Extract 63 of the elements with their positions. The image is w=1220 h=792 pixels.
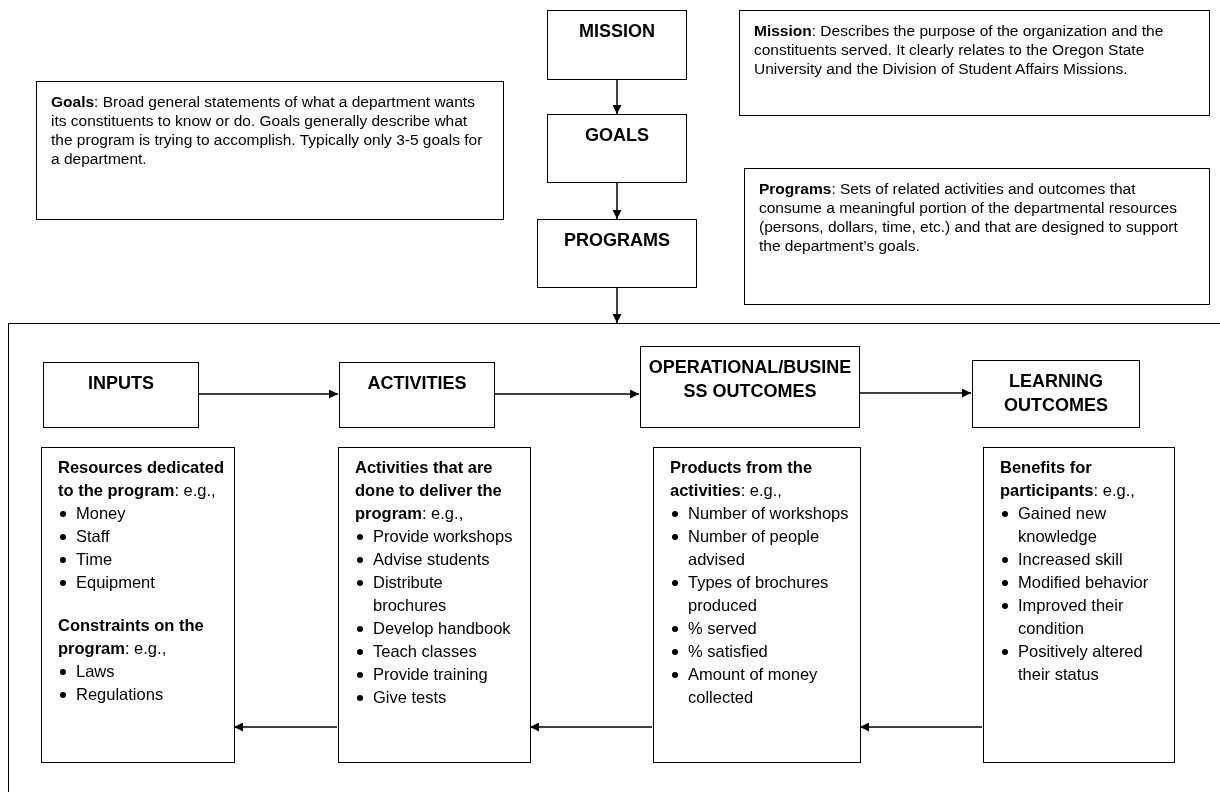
- list-heading: Activities that are done to deliver the program: e.g.,: [355, 457, 503, 524]
- process-box: [547, 114, 687, 183]
- list-item: % served: [688, 618, 757, 639]
- process-box: [43, 362, 199, 428]
- description-text: Programs: Sets of related activities and outcomes that consume a meaningful portion of the departmental resources (persons, dollars, time, etc.) and that are designed to support the department’s goals.: [759, 179, 1179, 255]
- list-item: Gained new knowledge: [1018, 503, 1108, 547]
- section-frame: [8, 323, 1220, 792]
- description-box: [739, 10, 1210, 116]
- arrow: [612, 79, 622, 115]
- detail-box: [653, 447, 861, 763]
- list-item: Provide training: [373, 664, 488, 685]
- list-item: Types of brochures produced: [688, 572, 830, 616]
- detail-box: [983, 447, 1175, 763]
- list-item: Number of workshops: [688, 503, 849, 524]
- list-item: Develop handbook: [373, 618, 511, 639]
- process-box: [640, 346, 860, 428]
- list-item: Modified behavior: [1018, 572, 1149, 593]
- arrow: [233, 722, 338, 732]
- list-item: Equipment: [76, 572, 155, 593]
- box-title: PROGRAMS: [563, 229, 671, 252]
- description-box: [744, 168, 1210, 305]
- arrow: [858, 388, 972, 398]
- description-box: [36, 81, 504, 220]
- description-text: Mission: Describes the purpose of the organization and the constituents served. It clearly relates to the Oregon State University and the Division of Student Affairs Missions.: [754, 21, 1165, 78]
- list-item: Time: [76, 549, 113, 570]
- list-item: Positively altered their status: [1018, 641, 1144, 685]
- process-box: [547, 10, 687, 80]
- box-title: LEARNING OUTCOMES: [1003, 370, 1109, 417]
- box-title: OPERATIONAL/BUSINESS OUTCOMES: [647, 356, 853, 403]
- arrow: [612, 182, 622, 220]
- list-item: Number of people advised: [688, 526, 821, 570]
- list-item: Advise students: [373, 549, 490, 570]
- list-item: Provide workshops: [373, 526, 513, 547]
- description-text: Goals: Broad general statements of what a department wants its constituents to know or do. Goals generally describe what the program is trying to accomplish. Typically only 3-5 goals for a department.: [51, 92, 484, 168]
- list-item: Increased skill: [1018, 549, 1123, 570]
- arrow: [493, 389, 640, 399]
- box-title: ACTIVITIES: [366, 372, 468, 395]
- list-heading: Constraints on the program: e.g.,: [58, 615, 205, 659]
- arrow: [859, 722, 983, 732]
- list-heading: Resources dedicated to the program: e.g.,: [58, 457, 224, 501]
- box-title: MISSION: [578, 20, 656, 43]
- list-heading: Products from the activities: e.g.,: [670, 457, 814, 501]
- list-item: Improved their condition: [1018, 595, 1125, 639]
- list-item: Staff: [76, 526, 110, 547]
- detail-box: [338, 447, 531, 763]
- list-item: Amount of money collected: [688, 664, 819, 708]
- box-title: INPUTS: [87, 372, 155, 395]
- list-item: Laws: [76, 661, 115, 682]
- process-box: [537, 219, 697, 288]
- arrow: [529, 722, 653, 732]
- list-item: % satisfied: [688, 641, 768, 662]
- detail-box: [41, 447, 235, 763]
- list-item: Regulations: [76, 684, 164, 705]
- process-box: [972, 360, 1140, 428]
- arrow: [197, 389, 339, 399]
- process-box: [339, 362, 495, 428]
- list-item: Distribute brochures: [373, 572, 448, 616]
- list-heading: Benefits for participants: e.g.,: [1000, 457, 1136, 501]
- list-item: Give tests: [373, 687, 447, 708]
- list-item: Teach classes: [373, 641, 477, 662]
- box-title: GOALS: [584, 124, 650, 147]
- arrow: [612, 287, 622, 324]
- list-item: Money: [76, 503, 126, 524]
